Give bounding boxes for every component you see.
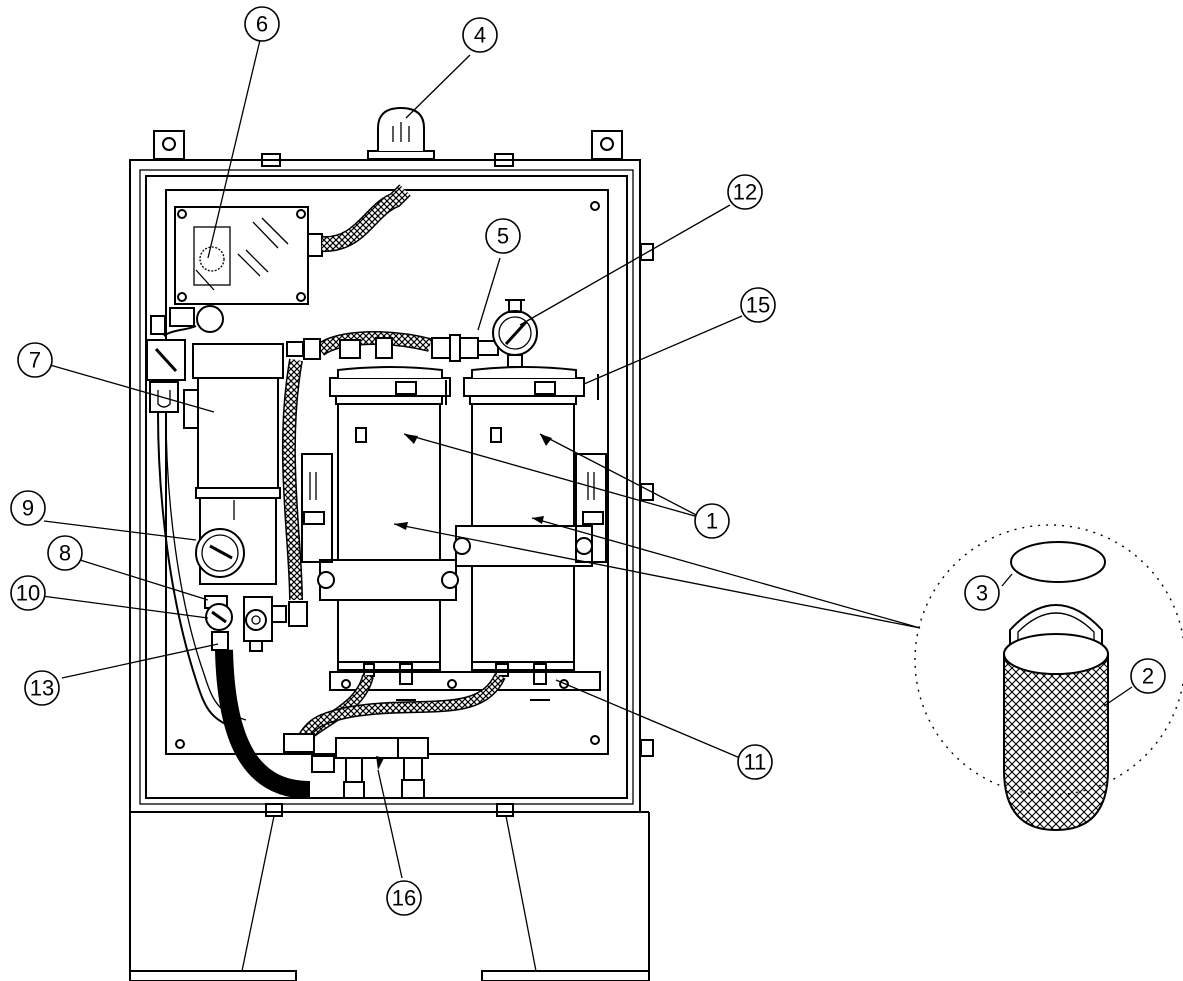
basket-detail-view bbox=[914, 524, 1183, 832]
callout-label: 10 bbox=[16, 581, 40, 606]
callout-label: 2 bbox=[1142, 664, 1154, 689]
control-box bbox=[174, 206, 323, 305]
callout-11: 11 bbox=[737, 744, 773, 780]
drain-valves bbox=[363, 663, 550, 701]
callout-15: 15 bbox=[740, 287, 776, 323]
basket-seal-ring bbox=[1010, 541, 1106, 583]
callout-label: 4 bbox=[474, 23, 486, 48]
callout-1: 1 bbox=[694, 503, 730, 539]
callout-label: 13 bbox=[30, 676, 54, 701]
leader-lines bbox=[41, 39, 1133, 879]
basket-handle bbox=[1009, 604, 1103, 650]
callout-7: 7 bbox=[17, 342, 53, 378]
callout-10: 10 bbox=[10, 575, 46, 611]
arrowheads bbox=[376, 434, 552, 770]
callout-6: 6 bbox=[244, 6, 280, 42]
callout-4: 4 bbox=[462, 17, 498, 53]
mounting-tab-left bbox=[153, 130, 185, 160]
beacon-light bbox=[367, 106, 435, 160]
callout-8: 8 bbox=[47, 535, 83, 571]
callout-label: 11 bbox=[744, 750, 767, 775]
filter-housing-left bbox=[317, 366, 459, 671]
callout-label: 12 bbox=[733, 180, 757, 205]
callout-13: 13 bbox=[24, 670, 60, 706]
inlet-manifold bbox=[283, 733, 429, 799]
sensing-tube bbox=[157, 411, 241, 731]
filter-housing-right bbox=[453, 366, 599, 671]
callout-label: 6 bbox=[256, 12, 268, 37]
callout-label: 5 bbox=[497, 224, 509, 249]
callout-label: 8 bbox=[59, 541, 71, 566]
callout-3: 3 bbox=[964, 575, 1000, 611]
header-fittings bbox=[303, 334, 499, 362]
callout-2: 2 bbox=[1130, 658, 1166, 694]
callout-label: 3 bbox=[976, 581, 988, 606]
mounting-tab-right bbox=[591, 130, 623, 160]
pressure-gauge bbox=[492, 299, 538, 368]
cabinet-stand bbox=[129, 803, 650, 981]
pressure-switch bbox=[146, 305, 224, 413]
callout-9: 9 bbox=[10, 490, 46, 526]
callout-label: 7 bbox=[29, 348, 41, 373]
callout-label: 1 bbox=[706, 509, 718, 534]
filter-mounting-brackets bbox=[301, 453, 607, 691]
callout-label: 9 bbox=[22, 496, 34, 521]
callout-label: 16 bbox=[392, 886, 416, 911]
vacuum-gauge bbox=[195, 528, 245, 578]
callout-16: 16 bbox=[386, 880, 422, 916]
callout-5: 5 bbox=[485, 218, 521, 254]
valve-manifold bbox=[204, 595, 308, 652]
strainer-basket bbox=[1003, 653, 1109, 832]
callout-12: 12 bbox=[727, 174, 763, 210]
callout-label: 15 bbox=[746, 293, 770, 318]
